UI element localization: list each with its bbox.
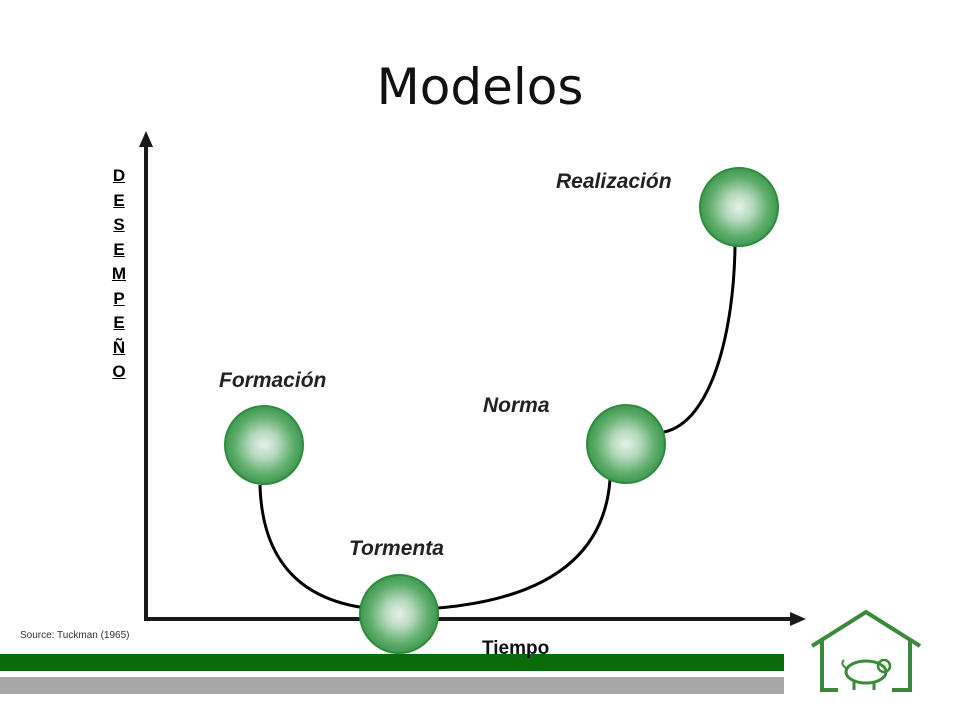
y-axis-label-letter: E xyxy=(113,190,125,210)
stage-node-tormenta xyxy=(359,574,439,654)
stage-node-formacion xyxy=(224,405,304,485)
x-axis-label: Tiempo xyxy=(482,638,550,659)
x-axis-arrowhead xyxy=(790,612,806,626)
y-axis-label-letter: P xyxy=(113,288,125,308)
y-axis-label-letter: D xyxy=(112,166,126,185)
connector-tormenta-norma xyxy=(397,479,612,612)
y-axis-label-letter: O xyxy=(112,362,126,381)
y-axis-label-letter: Ñ xyxy=(112,337,126,357)
stage-label-norma: Norma xyxy=(483,394,550,417)
footer-gray-bar xyxy=(0,677,784,694)
y-axis-arrowhead xyxy=(139,131,153,147)
y-axis-label-letter: M xyxy=(111,264,127,283)
y-axis-label-letter: E xyxy=(113,313,125,332)
connector-norma-realizacion xyxy=(663,245,737,434)
stage-label-formacion: Formación xyxy=(219,369,327,392)
y-axis-label-letter: S xyxy=(113,215,125,234)
footer-green-bar xyxy=(0,654,784,671)
stage-label-realizacion: Realización xyxy=(556,170,672,193)
stage-node-norma xyxy=(586,404,666,484)
source-citation: Source: Tuckman (1965) xyxy=(20,630,130,641)
stage-node-realizacion xyxy=(699,167,779,247)
house-with-pig-logo xyxy=(810,609,922,692)
stage-label-tormenta: Tormenta xyxy=(349,537,444,560)
y-axis-label-letter: E xyxy=(113,239,125,259)
slide-title: Modelos xyxy=(376,58,584,116)
